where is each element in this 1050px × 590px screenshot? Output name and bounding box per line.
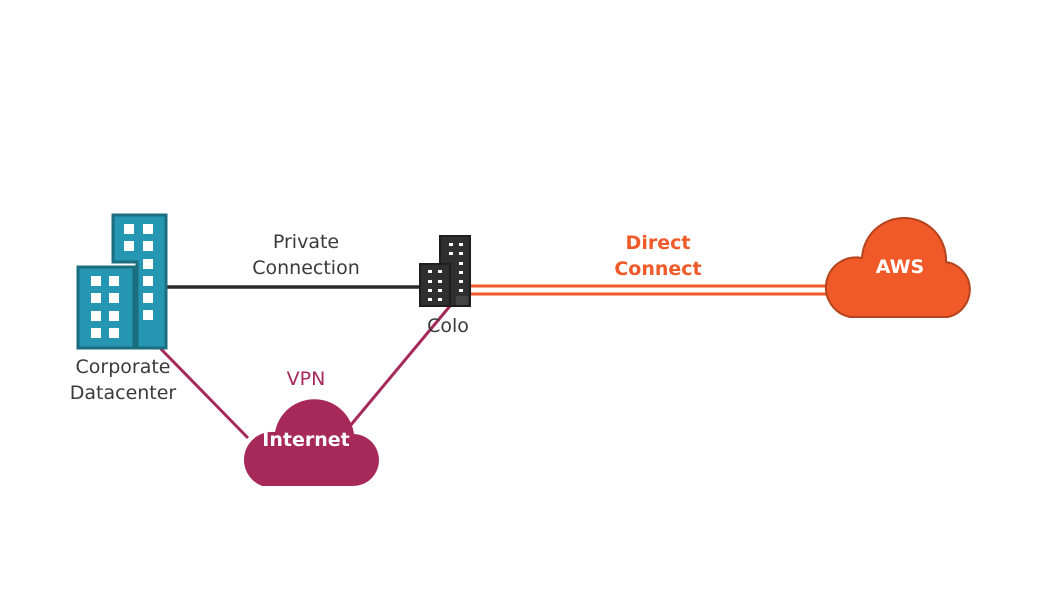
internet-label: Internet	[262, 429, 350, 451]
private-connection-label-line2: Connection	[252, 257, 360, 279]
vpn-link-colo	[343, 305, 452, 433]
office-buildings-icon	[76, 213, 168, 350]
private-connection-label: Private Connection	[236, 229, 376, 281]
datacenter-label-line1: Corporate	[75, 356, 171, 378]
datacenter-label-line2: Datacenter	[69, 382, 177, 404]
vpn-label: VPN	[286, 368, 326, 390]
direct-connect-line	[470, 284, 830, 296]
vpn-link-datacenter	[158, 346, 250, 440]
direct-connect-label-line1: Direct	[625, 232, 691, 254]
aws-cloud-icon	[824, 216, 971, 318]
colo-buildings-icon	[419, 235, 471, 307]
internet-cloud-icon	[243, 399, 379, 487]
datacenter-label: Corporate Datacenter	[52, 354, 194, 406]
direct-connect-label-line2: Connect	[614, 258, 702, 280]
colo-label: Colo	[427, 315, 469, 337]
aws-label: AWS	[875, 256, 925, 278]
private-connection-label-line1: Private	[272, 231, 340, 253]
direct-connect-label: Direct Connect	[588, 230, 728, 282]
